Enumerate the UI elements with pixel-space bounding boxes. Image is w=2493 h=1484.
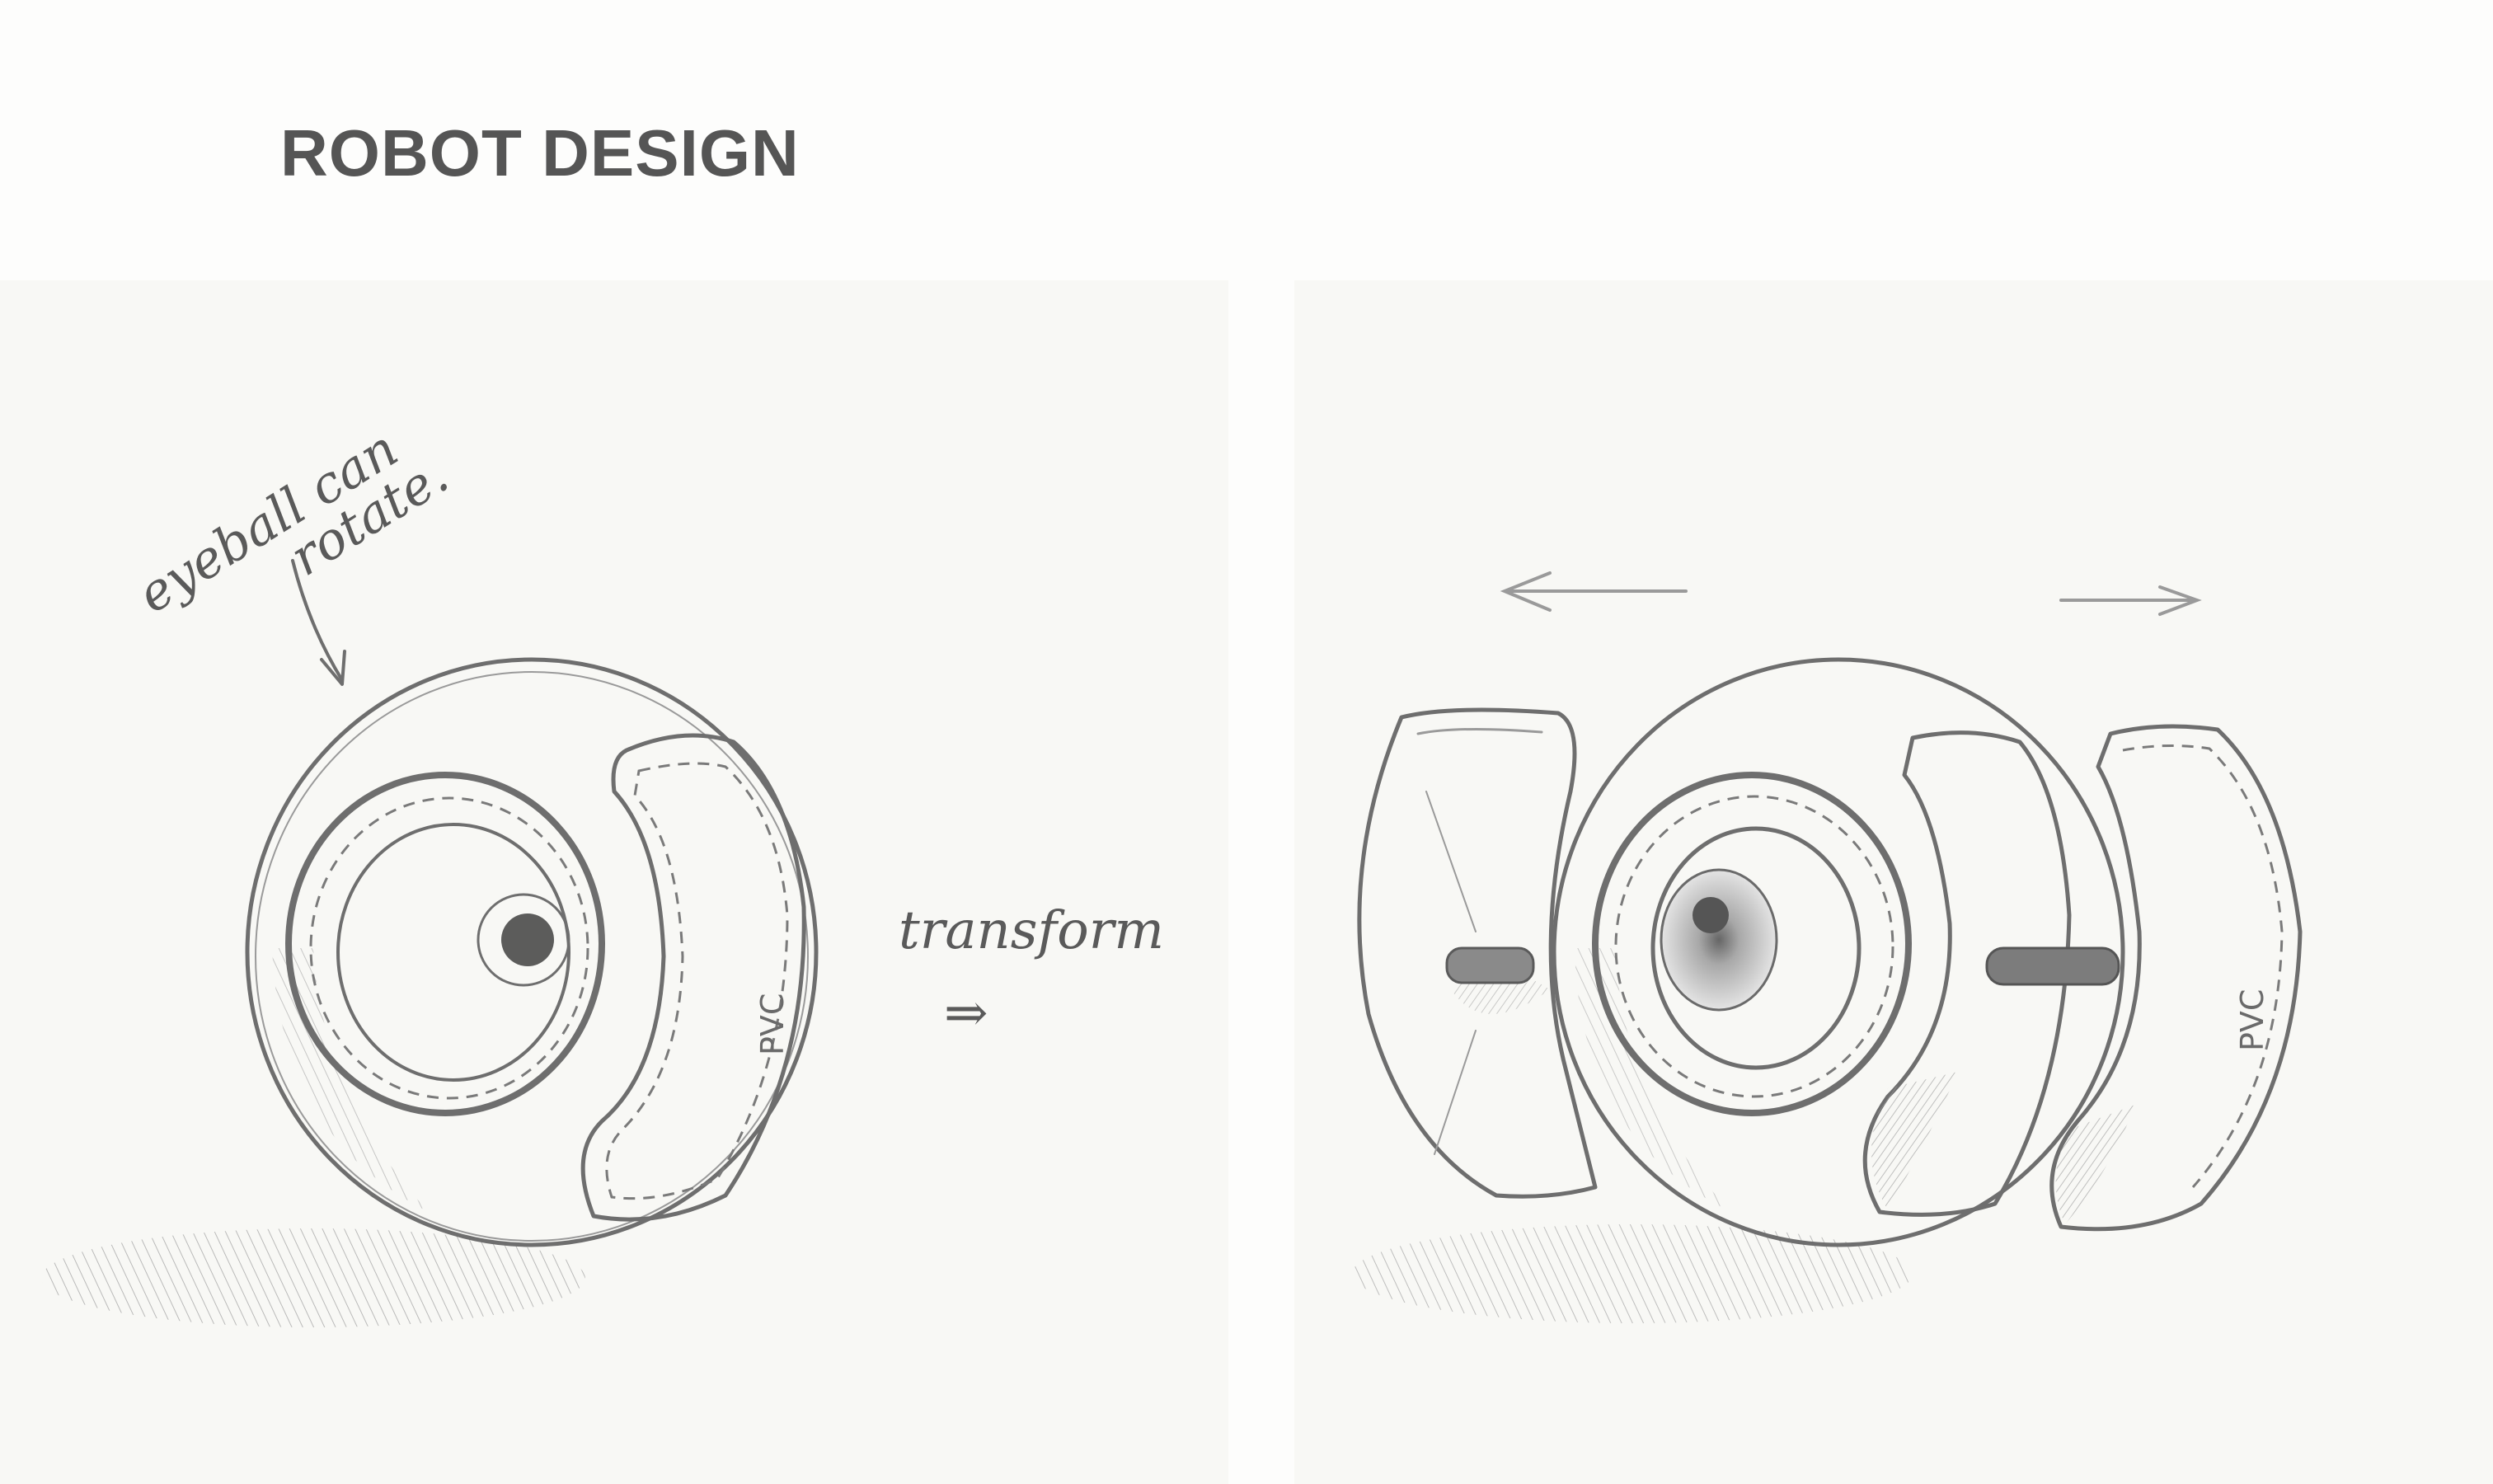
right-connecting-rod [1987,948,2119,984]
transform-arrow-icon: ⇒ [944,983,988,1044]
left-pvc-label: PVC [754,993,791,1055]
left-connecting-rod [1447,948,1533,983]
right-eyeball [1661,870,1777,1010]
left-robot-sketch: PVC eyeball can rotate. transform ⇒ [41,418,1164,1327]
ground-shadow-right [1352,1224,1913,1323]
transform-label: transform [899,900,1164,961]
right-pvc-label: PVC [2234,989,2270,1051]
right-robot-sketch: PVC [1352,573,2300,1323]
right-motion-arrow-icon [2061,587,2197,614]
eye-pupil [501,913,554,966]
right-eye-pupil [1693,897,1729,933]
left-motion-arrow-icon [1505,573,1686,610]
pvc-shell-panel [583,735,804,1219]
